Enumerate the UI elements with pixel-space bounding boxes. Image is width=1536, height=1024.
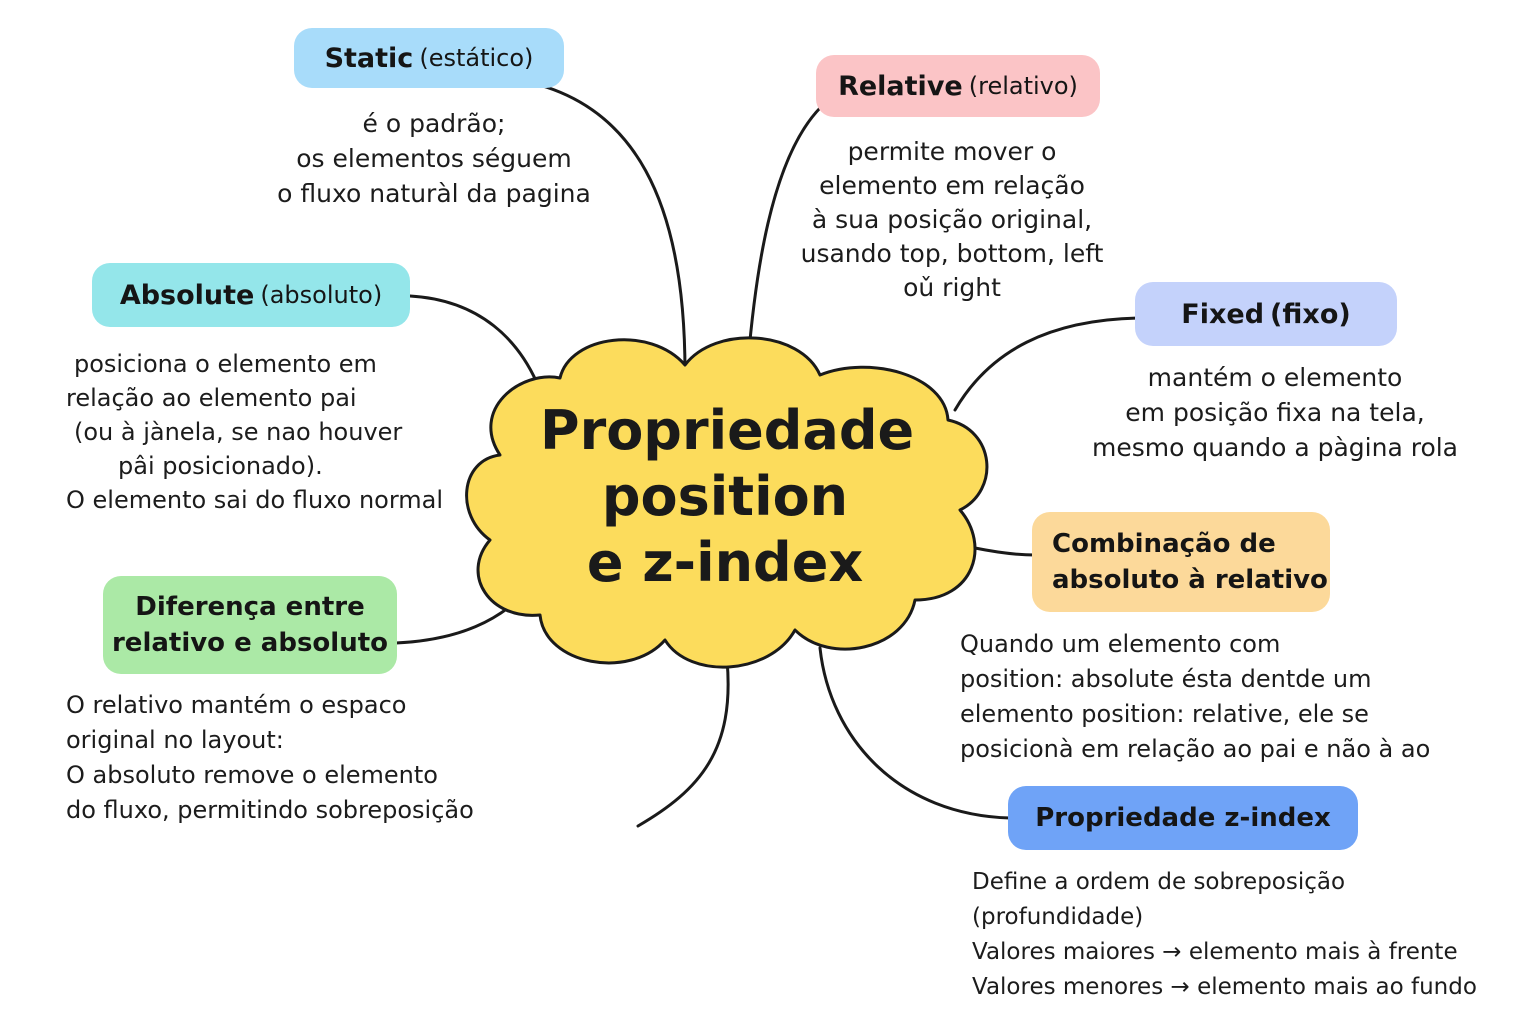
node-zindex[interactable]: Propriedade z-index (1008, 786, 1358, 850)
node-combinacao-title-line: Combinação de (1052, 529, 1276, 559)
description-line: Define a ordem de sobreposição (972, 869, 1346, 895)
description-line: oǔ right (903, 273, 1001, 302)
central-title-line: e z-index (586, 531, 864, 594)
node-fixed[interactable]: Fixed (fixo) (1135, 282, 1397, 346)
node-fixed-subtitle: (fixo) (1270, 298, 1351, 330)
description-line: usando top, bottom, left (800, 239, 1104, 268)
node-zindex-description: Define a ordem de sobreposição (profundi… (972, 865, 1527, 1005)
description-line: Valores menores → elemento mais ao fundo (972, 974, 1477, 1000)
central-topic-title: Propriedade position e z-index (540, 398, 915, 596)
description-line: O absoluto remove o elemento (66, 761, 438, 789)
connector-combinacao (973, 546, 1037, 557)
node-zindex-title: Propriedade z-index (1035, 803, 1331, 833)
node-combinacao-description: Quando um elemento com position: absolut… (960, 627, 1460, 767)
connector-relative (746, 106, 822, 364)
description-line: é o padrão; (362, 109, 506, 138)
description-line: do fluxo, permitindo sobreposição (66, 796, 474, 824)
description-line: elemento position: relative, ele se (960, 700, 1369, 728)
description-line: os elementos séguem (296, 144, 572, 173)
node-combinacao[interactable]: Combinação de absoluto à relativo (1032, 512, 1330, 612)
description-line: posicionà em relação ao pai e não à ao (960, 735, 1431, 763)
node-fixed-description: mantém o elemento em posição fixa na tel… (1090, 360, 1460, 465)
node-diferenca-description: O relativo mantém o espaco original no l… (66, 688, 516, 828)
node-static-title: Static (324, 42, 414, 74)
description-line: pâi posicionado). (118, 452, 323, 480)
node-static-description: é o padrão; os elementos séguem o fluxo … (264, 106, 604, 211)
node-static-subtitle: (estático) (419, 44, 534, 72)
description-line: (ou à jànela, se nao houver (74, 418, 403, 446)
description-line: o fluxo naturàl da pagina (277, 179, 591, 208)
node-absolute-title: Absolute (119, 279, 255, 311)
node-diferenca-title-line: relativo e absoluto (111, 628, 388, 658)
connector-static (503, 76, 687, 374)
node-static[interactable]: Static (estático) (294, 28, 564, 88)
description-line: permite mover o (847, 137, 1057, 166)
connector-fixed (953, 316, 1140, 412)
node-diferenca[interactable]: Diferença entre relativo e absoluto (103, 576, 397, 674)
description-line: O elemento sai do fluxo normal (66, 486, 444, 514)
description-line: O relativo mantém o espaco (66, 691, 407, 719)
description-line: original no layout: (66, 726, 284, 754)
description-line: posiciona o elemento em (74, 350, 377, 378)
connector-zindex (818, 646, 1012, 820)
node-absolute[interactable]: Absolute (absoluto) (92, 263, 410, 327)
node-relative-subtitle: (relativo) (968, 72, 1078, 100)
central-title-line: position (601, 465, 849, 528)
description-line: mesmo quando a pàgina rola (1091, 433, 1458, 462)
description-line: position: absolute ésta dentde um (960, 665, 1372, 693)
node-absolute-description: posiciona o elemento em relação ao eleme… (60, 347, 450, 517)
description-line: Valores maiores → elemento mais à frente (972, 939, 1458, 965)
node-diferenca-title-line: Diferença entre (135, 592, 365, 622)
central-title-line: Propriedade (540, 399, 915, 462)
node-fixed-title: Fixed (1181, 298, 1265, 330)
description-line: Quando um elemento com (960, 630, 1281, 658)
node-absolute-subtitle: (absoluto) (260, 281, 383, 309)
connector-absolute (408, 294, 542, 392)
node-combinacao-title-line: absoluto à relativo (1052, 565, 1328, 595)
description-line: em posição fixa na tela, (1125, 398, 1425, 427)
node-relative-description: permite mover o elemento em relação à su… (790, 135, 1114, 305)
description-line: elemento em relação (819, 171, 1085, 200)
connector-branch-empty (636, 658, 730, 828)
description-line: (profundidade) (972, 904, 1144, 930)
description-line: relação ao elemento pai (66, 384, 357, 412)
node-relative[interactable]: Relative (relativo) (816, 55, 1100, 117)
description-line: mantém o elemento (1147, 363, 1403, 392)
central-cloud (465, 336, 989, 669)
description-line: à sua posição original, (811, 205, 1093, 234)
node-relative-title: Relative (838, 70, 963, 102)
